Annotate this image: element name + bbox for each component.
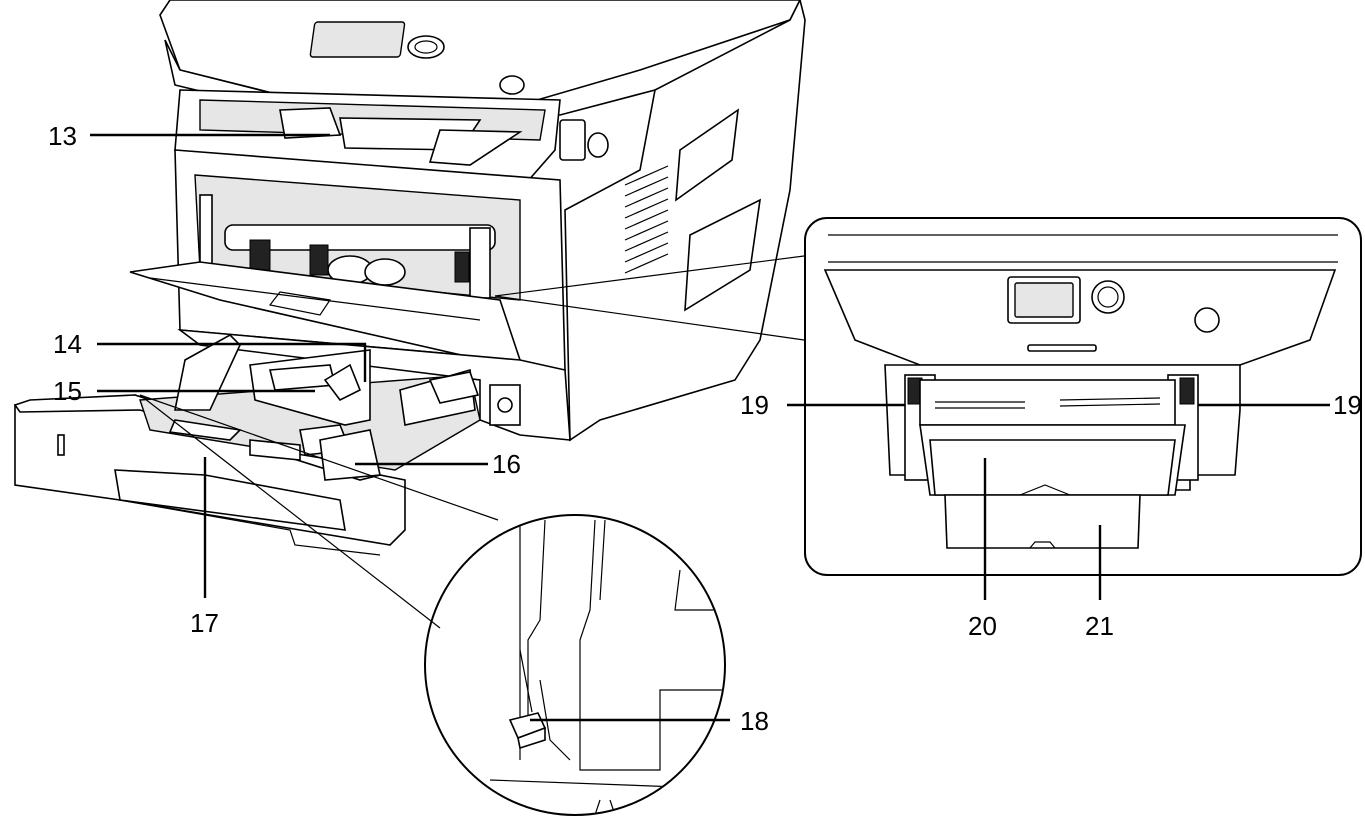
callout-13: 13 — [48, 121, 77, 151]
paper-stopper-closeup — [139, 394, 726, 816]
callout-17: 17 — [190, 608, 219, 638]
callout-14: 14 — [53, 329, 82, 359]
callout-labels: 13 14 15 16 17 18 19 19 20 21 — [48, 121, 1362, 736]
callout-18: 18 — [740, 706, 769, 736]
callout-21: 21 — [1085, 611, 1114, 641]
callout-20: 20 — [968, 611, 997, 641]
manual-feed-tray-closeup — [494, 217, 1362, 576]
callout-19-left: 19 — [740, 390, 769, 420]
printer-illustration — [13, 0, 806, 556]
callout-16: 16 — [492, 449, 521, 479]
callout-19-right: 19 — [1333, 390, 1362, 420]
callout-15: 15 — [53, 376, 82, 406]
leader-lines — [90, 133, 1330, 722]
